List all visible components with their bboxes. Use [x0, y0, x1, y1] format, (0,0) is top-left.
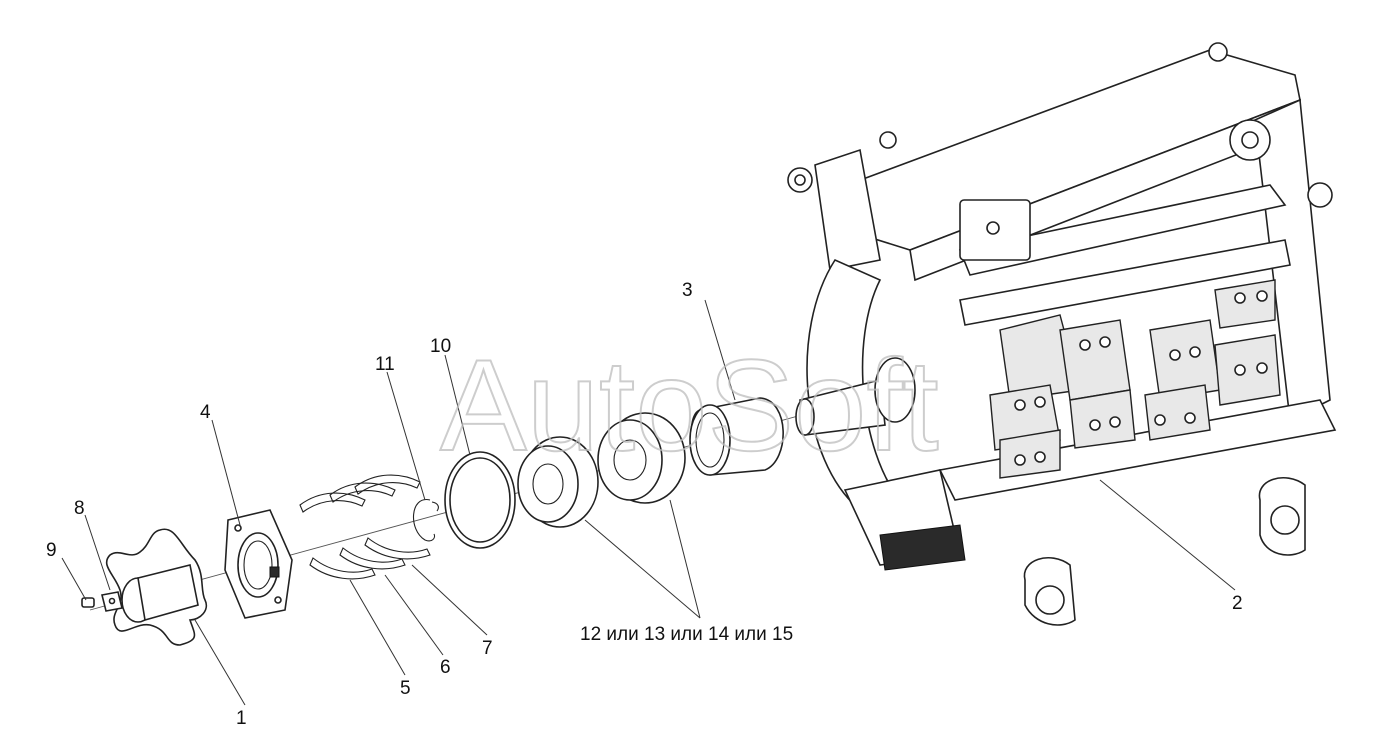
callout-12-15: 12 или 13 или 14 или 15 — [580, 624, 793, 645]
callout-3: 3 — [682, 280, 693, 301]
callout-2: 2 — [1232, 593, 1243, 614]
watermark: AutoSoft — [440, 332, 939, 478]
shims-5-6-7 — [299, 474, 431, 580]
part-11-circlip — [412, 499, 439, 542]
part-1-star-disc — [105, 528, 208, 646]
bearing-outer — [597, 412, 686, 504]
rotor-knives — [989, 279, 1281, 479]
callout-7: 7 — [482, 638, 493, 659]
main-chopper-unit — [787, 42, 1337, 626]
bearing-inner — [517, 436, 599, 528]
part-4-flange — [224, 509, 293, 619]
leader-lines — [61, 299, 1236, 706]
callout-labels: 1 2 3 4 5 6 7 8 9 10 11 12 или 13 или 14… — [46, 280, 1243, 729]
callout-10: 10 — [430, 336, 451, 357]
callout-9: 9 — [46, 540, 57, 561]
part-8-lock-plate — [101, 591, 123, 612]
part-9-bolt — [81, 597, 95, 608]
callout-5: 5 — [400, 678, 411, 699]
part-10-ring — [444, 451, 516, 549]
callout-1: 1 — [236, 708, 247, 729]
callout-8: 8 — [74, 498, 85, 519]
callout-6: 6 — [440, 657, 451, 678]
splined-shaft — [795, 357, 916, 436]
part-3-bushing — [689, 397, 784, 476]
callout-4: 4 — [200, 402, 211, 423]
callout-11: 11 — [375, 354, 395, 375]
